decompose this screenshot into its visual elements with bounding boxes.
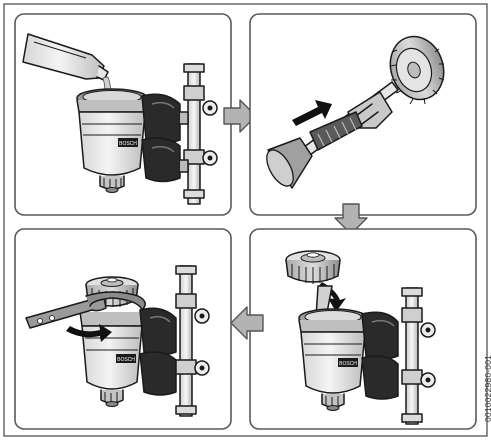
- filter-unit-icon: BOSCH: [76, 63, 218, 205]
- arrow-left-icon: [230, 306, 264, 340]
- filter-cap-icon: [285, 250, 341, 284]
- svg-text:BOSCH: BOSCH: [117, 357, 135, 363]
- document-id-text: 0010022980-001: [483, 354, 491, 422]
- arrow-down-icon: [334, 203, 368, 235]
- bottle-icon: [22, 33, 109, 81]
- document-id-label: 0010022980-001: [471, 355, 491, 422]
- rotate-arrow-icon: [66, 324, 112, 342]
- panel-step-2: [249, 13, 477, 216]
- panel-step-4: BOSCH: [14, 228, 232, 430]
- panel-step-3: BOSCH: [249, 228, 477, 430]
- filter-cap-icon: [389, 35, 445, 105]
- filter-unit-icon: BOSCH: [298, 287, 436, 425]
- wrench-icon: [25, 291, 146, 329]
- arrow-right-icon: [223, 99, 257, 133]
- svg-text:BOSCH: BOSCH: [119, 141, 137, 147]
- panel-step-1: BOSCH: [14, 13, 232, 216]
- svg-text:BOSCH: BOSCH: [339, 361, 357, 367]
- push-arrow-icon: [292, 100, 332, 126]
- cleaning-tool-icon: [266, 81, 399, 189]
